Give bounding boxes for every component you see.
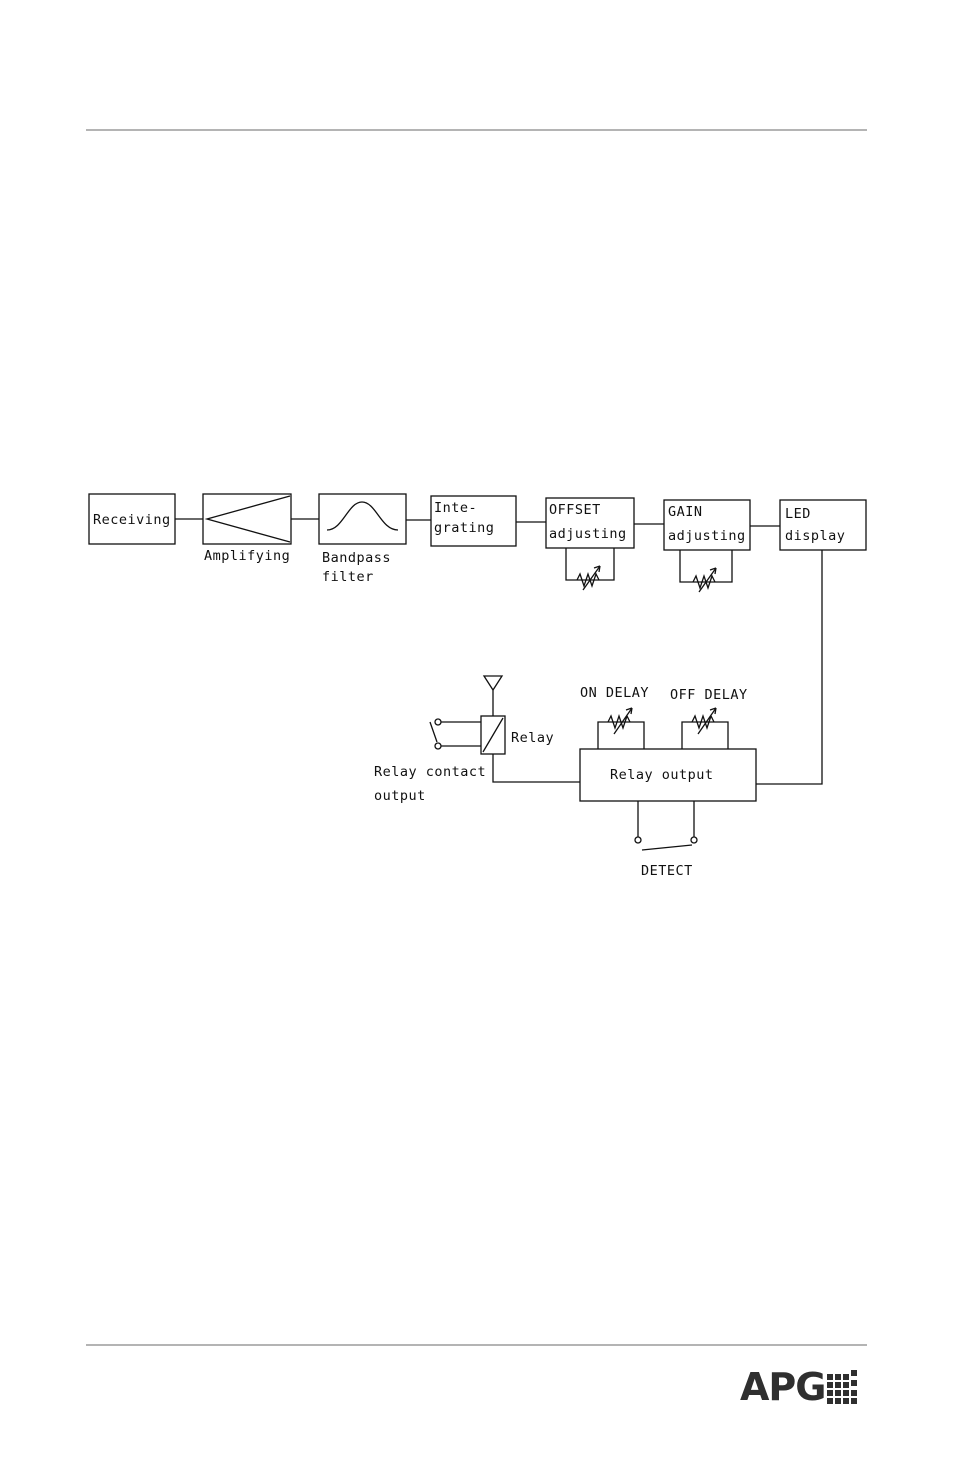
receiving-label: Receiving — [93, 512, 171, 528]
relay-label: Relay — [511, 730, 554, 746]
off-delay-label: OFF DELAY — [670, 687, 748, 703]
on-delay-label: ON DELAY — [580, 685, 649, 701]
offset-label-line2: adjusting — [549, 526, 627, 542]
detect-label: DETECT — [641, 863, 693, 879]
antenna-triangle-icon — [484, 676, 502, 690]
detect-terminal — [635, 837, 641, 843]
led-to-relay-wire — [756, 550, 822, 784]
contact-terminal — [435, 743, 441, 749]
amplifying-block — [203, 494, 291, 544]
detect-switch-blade — [642, 845, 692, 850]
detect-terminal — [691, 837, 697, 843]
amplifier-symbol — [207, 496, 290, 542]
gain-label-line2: adjusting — [668, 528, 746, 544]
integrating-label-line2: grating — [434, 520, 494, 536]
off-delay-pot-loop — [682, 722, 728, 749]
offset-label-line1: OFFSET — [549, 502, 601, 518]
apg-logo: APG — [740, 1365, 857, 1409]
bandpass-label-line2: filter — [322, 569, 374, 585]
offset-pot-loop — [566, 548, 614, 580]
gain-label-line1: GAIN — [668, 504, 703, 520]
logo-grid-icon — [827, 1370, 857, 1404]
bandpass-label-line1: Bandpass — [322, 550, 391, 566]
amplifying-label: Amplifying — [204, 548, 290, 564]
bandpass-curve-icon — [327, 502, 398, 530]
footer-rule — [86, 1344, 867, 1346]
gain-pot-loop — [680, 550, 732, 582]
on-delay-pot-loop — [598, 722, 644, 749]
relay-coil-diagonal — [483, 718, 503, 752]
led-label-line2: display — [785, 528, 845, 544]
contact-terminal — [435, 719, 441, 725]
integrating-label-line1: Inte- — [434, 500, 477, 516]
relay-output-label: Relay output — [610, 767, 714, 783]
relay-to-output-wire — [493, 754, 580, 782]
relay-contact-label-line1: Relay contact — [374, 764, 486, 780]
led-label-line1: LED — [785, 506, 811, 522]
logo-text: APG — [740, 1368, 825, 1406]
relay-contact-label-line2: output — [374, 788, 426, 804]
